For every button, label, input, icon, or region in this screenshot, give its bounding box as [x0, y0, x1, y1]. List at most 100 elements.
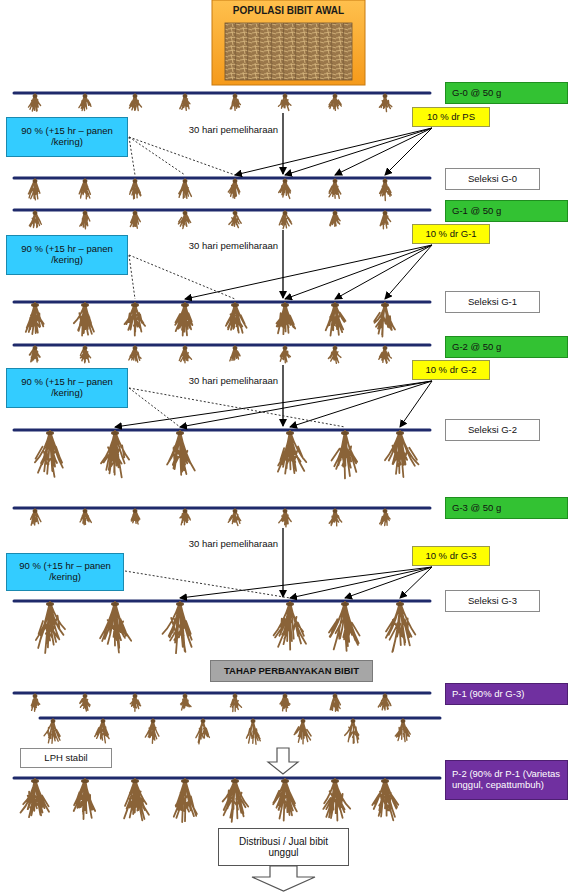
leader-arrow [285, 245, 432, 299]
seaweed-plant [130, 694, 140, 711]
seaweed-plant [175, 303, 192, 336]
harvest-note: 90 % (+15 hr – panen /kering) [6, 235, 128, 275]
plant-knot [31, 303, 39, 307]
plant-knot [201, 719, 206, 723]
stage-box: Seleksi G-0 [445, 168, 540, 190]
seaweed-plant [326, 303, 346, 336]
selection-note: 10 % dr G-2 [412, 360, 490, 380]
seaweed-plant [329, 509, 342, 526]
plant-knot [381, 779, 389, 783]
plant-knot [33, 694, 38, 698]
seedling-photo [225, 23, 352, 80]
seaweed-plant [31, 509, 41, 525]
plant-knot [283, 94, 288, 98]
box-text: P-2 (90% dr P-1 (Varietas unggul, cepatt… [452, 769, 563, 791]
leader-arrow [400, 381, 432, 427]
seaweed-plant [379, 94, 391, 112]
plant-knot [233, 509, 238, 513]
seaweed-plant [273, 779, 297, 821]
seaweed-plant [280, 694, 290, 711]
seaweed-plant [44, 719, 60, 743]
plant-knot [333, 211, 338, 215]
plant-knot [81, 303, 89, 307]
title-panel [212, 0, 365, 85]
box-text: Seleksi G-3 [468, 596, 517, 607]
seaweed-plant [74, 779, 96, 819]
plant-knot [383, 211, 388, 215]
plant-knot [233, 694, 238, 698]
stage-box: Seleksi G-2 [445, 419, 540, 441]
seaweed-plant [279, 94, 291, 110]
plant-knot [51, 719, 56, 723]
leader-arrow [290, 381, 432, 427]
plant-knot [183, 346, 188, 350]
seaweed-plant [328, 346, 341, 363]
plant-knot [383, 694, 388, 698]
harvest-note: 90 % (+15 hr – panen /kering) [6, 117, 128, 157]
seaweed-plant [125, 303, 146, 336]
seaweed-plant [21, 779, 50, 817]
seaweed-plant [100, 602, 131, 653]
box-text: POPULASI BIBIT AWAL [233, 5, 344, 17]
generation-box: G-0 @ 50 g [445, 82, 568, 104]
generation-box: G-1 @ 50 g [445, 200, 568, 222]
plant-knot [351, 719, 356, 723]
time-arrow [282, 113, 283, 174]
seaweed-plant [179, 179, 192, 198]
seaweed-plant [79, 179, 90, 199]
plant-knot [176, 431, 184, 435]
seaweed-plant [386, 602, 415, 652]
rope-line [14, 209, 430, 212]
seaweed-plant [174, 779, 197, 822]
seaweed-plant [196, 719, 210, 744]
seaweed-plant [230, 694, 241, 712]
seaweed-plant [129, 346, 141, 362]
plant-knot [131, 303, 139, 307]
plant-knot [281, 303, 289, 307]
leader-arrow [400, 567, 432, 598]
seaweed-plant [180, 94, 190, 110]
plant-knot [383, 346, 388, 350]
seaweed-plant [223, 779, 249, 822]
plant-knot [133, 694, 138, 698]
seaweed-plant [329, 602, 360, 651]
seaweed-plant [330, 211, 340, 226]
plant-knot [183, 94, 188, 98]
plant-knot [33, 179, 38, 183]
seaweed-plant [29, 94, 41, 111]
box-text: 10 % dr G-2 [425, 365, 476, 376]
seaweed-plant [329, 179, 341, 198]
seaweed-plant [395, 719, 410, 742]
plant-knot [331, 779, 339, 783]
leader-arrow [115, 381, 432, 427]
plant-knot [83, 94, 88, 98]
box-text: 90 % (+15 hr – panen /kering) [11, 377, 123, 399]
box-text: G-0 @ 50 g [452, 88, 501, 99]
stage-box: Seleksi G-3 [445, 590, 540, 612]
seaweed-plant [74, 303, 94, 336]
plant-knot [333, 694, 338, 698]
leader-line [125, 571, 290, 598]
stage-box: Seleksi G-1 [445, 291, 540, 313]
seaweed-plant [36, 602, 65, 653]
seaweed-plant [323, 779, 350, 821]
box-text: 10 % dr PS [427, 112, 475, 123]
seaweed-plant [278, 431, 306, 474]
harvest-note: 90 % (+15 hr – panen /kering) [6, 553, 124, 591]
box-text: 90 % (+15 hr – panen /kering) [11, 561, 119, 583]
hollow-arrow [252, 866, 315, 891]
plant-knot [401, 719, 406, 723]
plant-knot [176, 602, 184, 606]
box-text: 10 % dr G-1 [425, 229, 476, 240]
seaweed-plant [80, 694, 90, 711]
plant-knot [33, 211, 38, 215]
box-text: TAHAP PERBANYAKAN BIBIT [224, 666, 359, 677]
seaweed-plant [385, 431, 419, 477]
selection-note: 10 % dr PS [412, 107, 490, 127]
leader-arrow [235, 128, 432, 175]
leader-line [129, 388, 345, 427]
plant-knot [383, 179, 388, 183]
leader-arrow [180, 381, 432, 427]
generation-box: G-3 @ 50 g [445, 497, 568, 519]
seaweed-plant [330, 694, 340, 711]
